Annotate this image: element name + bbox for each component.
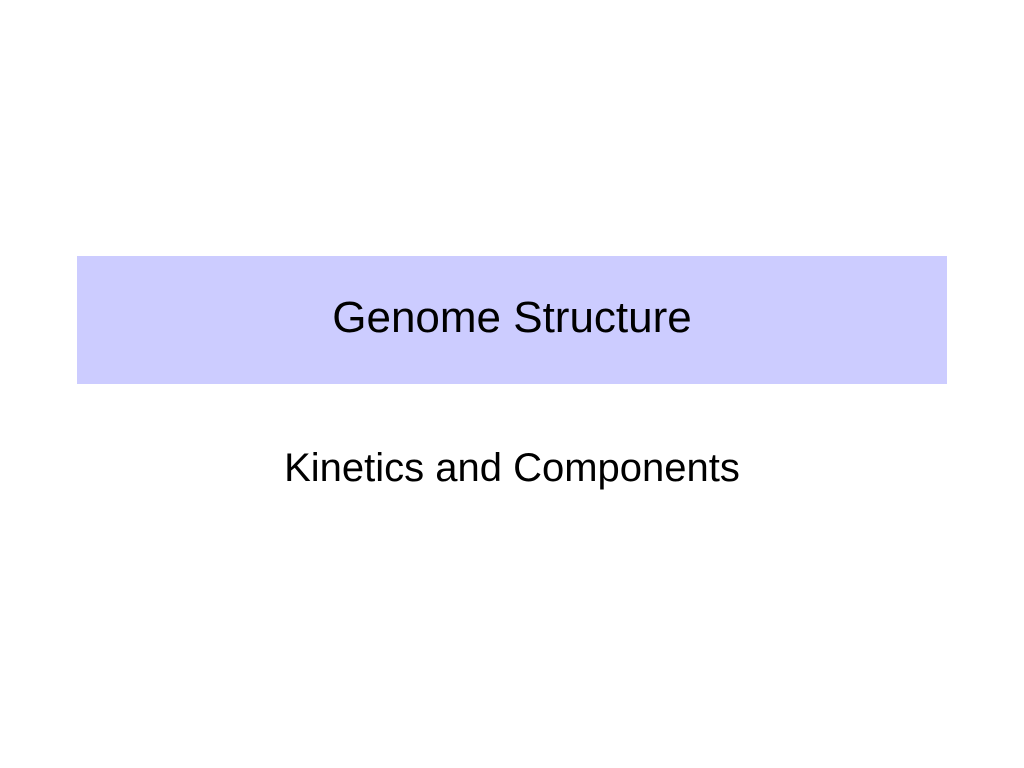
slide-title: Genome Structure [332, 293, 692, 342]
slide-subtitle: Kinetics and Components [284, 446, 740, 490]
title-banner: Genome Structure [77, 256, 947, 384]
